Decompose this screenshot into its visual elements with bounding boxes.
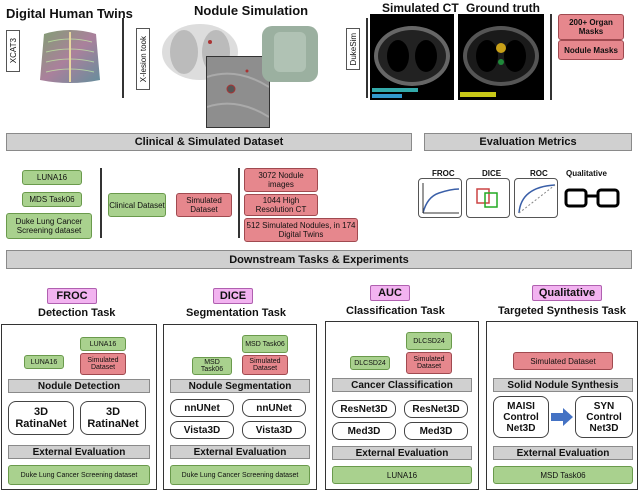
digital-twin-image	[34, 28, 106, 86]
task3-model-4: Med3D	[404, 422, 468, 440]
task1-input-luna16: LUNA16	[24, 355, 64, 369]
metrics-section-bar: Evaluation Metrics	[424, 133, 632, 151]
task3-model-2: ResNet3D	[404, 400, 468, 418]
nodule-masks-box: Nodule Masks	[558, 40, 624, 60]
simulated-dataset-box: Simulated Dataset	[176, 193, 232, 217]
task1-eval-title: External Evaluation	[8, 445, 150, 459]
task1-eval-dataset: Duke Lung Cancer Screening dataset	[8, 465, 150, 485]
arrow-right-icon	[551, 408, 573, 426]
task2-model-4: Vista3D	[242, 421, 306, 439]
task3-input-dlcsd-b: DLCSD24	[406, 332, 452, 350]
dataset-connector-1	[100, 168, 102, 238]
task3-panel: DLCSD24 DLCSD24 Simulated Dataset Cancer…	[325, 321, 479, 490]
divider-top-2	[366, 18, 368, 98]
sim-detail-twins: 512 Simulated Nodules, in 174 Digital Tw…	[244, 218, 358, 242]
task3-header: Cancer Classification	[332, 378, 472, 392]
metric-froc-plot	[418, 178, 462, 218]
downstream-section-bar: Downstream Tasks & Experiments	[6, 250, 632, 269]
task4-badge: Qualitative	[532, 285, 602, 301]
simulated-ct-image	[370, 14, 454, 100]
dataset-source-mds: MDS Task06	[22, 192, 82, 207]
task1-title: Detection Task	[38, 307, 116, 319]
sim-detail-ct: 1044 High Resolution CT	[244, 194, 318, 216]
task2-input-sim: Simulated Dataset	[242, 355, 288, 375]
dataset-source-luna16: LUNA16	[22, 170, 82, 185]
task2-panel: MSD Task06 MSD Task06 Simulated Dataset …	[163, 324, 317, 490]
metric-qualitative-label: Qualitative	[566, 169, 607, 178]
dataset-connector-2	[238, 168, 240, 238]
metric-roc-plot	[514, 178, 558, 218]
ground-truth-image	[458, 14, 544, 100]
xcat-label: XCAT3	[8, 38, 18, 64]
ground-truth-title: Ground truth	[466, 1, 540, 15]
task3-model-1: ResNet3D	[332, 400, 396, 418]
task2-input-msd-a: MSD Task06	[192, 357, 232, 375]
task4-model-1: MAISI Control Net3D	[493, 396, 549, 438]
dataset-section-bar: Clinical & Simulated Dataset	[6, 133, 412, 151]
dataset-source-duke: Duke Lung Cancer Screening dataset	[6, 213, 92, 239]
sim-detail-nodules: 3072 Nodule images	[244, 168, 318, 192]
task4-eval-title: External Evaluation	[493, 446, 633, 460]
task2-eval-dataset: Duke Lung Cancer Screening dataset	[170, 465, 310, 485]
task2-eval-title: External Evaluation	[170, 445, 310, 459]
nodule-zoom-image	[206, 56, 270, 128]
task2-model-3: Vista3D	[170, 421, 234, 439]
dukesim-label: DukeSim	[348, 32, 358, 66]
task4-eval-dataset: MSD Task06	[493, 466, 633, 484]
task3-input-sim: Simulated Dataset	[406, 352, 452, 374]
task1-badge: FROC	[47, 288, 97, 304]
task2-model-2: nnUNet	[242, 399, 306, 417]
metric-dice-label: DICE	[482, 169, 502, 178]
task3-title: Classification Task	[346, 305, 445, 317]
task3-eval-title: External Evaluation	[332, 446, 472, 460]
glasses-icon	[564, 186, 620, 210]
clinical-dataset-box: Clinical Dataset	[108, 193, 166, 217]
metric-froc-label: FROC	[432, 169, 455, 178]
task2-model-1: nnUNet	[170, 399, 234, 417]
nodule-sim-title: Nodule Simulation	[194, 3, 309, 18]
organ-masks-box: 200+ Organ Masks	[558, 14, 624, 40]
xlesion-label-box: X-lesion took	[136, 28, 150, 90]
task1-header: Nodule Detection	[8, 379, 150, 393]
task2-header: Nodule Segmentation	[170, 379, 310, 393]
task1-model-1: 3D RatinaNet	[8, 401, 74, 435]
task1-panel: LUNA16 LUNA16 Simulated Dataset Nodule D…	[1, 324, 157, 490]
xlesion-label: X-lesion took	[138, 35, 148, 83]
task3-badge: AUC	[370, 285, 410, 301]
divider-top-1	[122, 18, 124, 98]
task3-model-3: Med3D	[332, 422, 396, 440]
dukesim-label-box: DukeSim	[346, 28, 360, 70]
task4-panel: Simulated Dataset Solid Nodule Synthesis…	[486, 321, 638, 490]
task2-badge: DICE	[213, 288, 253, 304]
task3-input-dlcsd-a: DLCSD24	[350, 356, 390, 370]
task1-model-2: 3D RatinaNet	[80, 401, 146, 435]
task2-input-msd-b: MSD Task06	[242, 335, 288, 353]
task1-input-luna16-b: LUNA16	[80, 337, 126, 351]
task4-input-sim: Simulated Dataset	[513, 352, 613, 370]
task1-input-sim: Simulated Dataset	[80, 353, 126, 375]
digital-twins-title: Digital Human Twins	[6, 6, 133, 21]
divider-top-3	[550, 14, 552, 100]
task4-model-2: SYN Control Net3D	[575, 396, 633, 438]
task4-title: Targeted Synthesis Task	[498, 305, 626, 317]
xcat-label-box: XCAT3	[6, 30, 20, 72]
task3-eval-dataset: LUNA16	[332, 466, 472, 484]
task4-header: Solid Nodule Synthesis	[493, 378, 633, 392]
task2-title: Segmentation Task	[186, 307, 287, 319]
sim-torso-image	[258, 24, 322, 84]
metric-roc-label: ROC	[530, 169, 548, 178]
sim-ct-title: Simulated CT	[382, 1, 459, 15]
metric-dice-plot	[466, 178, 510, 218]
